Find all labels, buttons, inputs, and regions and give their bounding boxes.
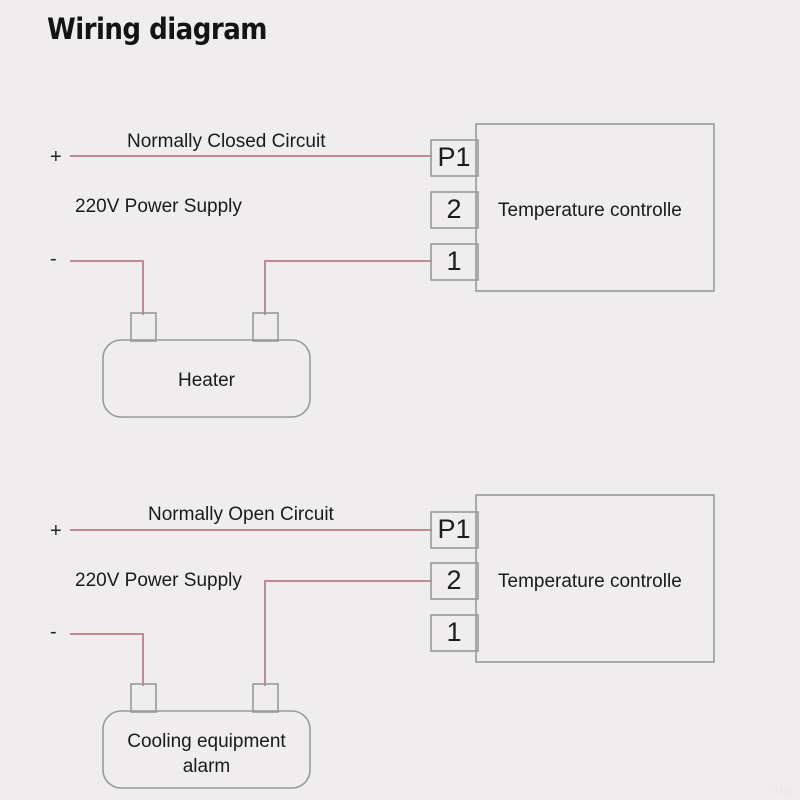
heater-label: Heater	[177, 370, 236, 391]
heater-post-left	[130, 312, 157, 342]
supply-label-top: 220V Power Supply	[75, 196, 242, 217]
terminal-label-1-bottom: 1	[446, 617, 462, 647]
cooler-post-right	[252, 683, 279, 713]
controller-box-top	[475, 123, 715, 292]
minus-sign-top: -	[50, 248, 57, 270]
watermark: TINE	[766, 786, 796, 798]
circuit-label-top: Normally Closed Circuit	[127, 131, 326, 152]
wire-minus-to-cooler-bottom	[70, 633, 144, 686]
plus-sign-bottom: +	[50, 520, 62, 542]
terminal-box-p1-bottom	[430, 511, 479, 549]
terminal-box-1-bottom	[430, 614, 479, 652]
wire-terminal2-to-cooler-bottom	[264, 580, 432, 686]
terminal-label-2-bottom: 2	[446, 565, 462, 595]
controller-label-top: Temperature controlle	[498, 200, 682, 221]
wire-minus-to-heater-top	[70, 260, 144, 315]
circuit-label-bottom: Normally Open Circuit	[148, 504, 334, 525]
page-title: Wiring diagram	[47, 12, 267, 46]
terminal-box-p1-top	[430, 139, 479, 177]
terminal-label-2-top: 2	[446, 194, 462, 224]
terminal-box-2-bottom	[430, 562, 479, 600]
controller-label-bottom: Temperature controlle	[498, 571, 682, 592]
terminal-box-2-top	[430, 191, 479, 229]
plus-sign-top: +	[50, 146, 62, 168]
cooler-label-line2: alarm	[182, 756, 231, 777]
controller-box-bottom	[475, 494, 715, 663]
terminal-label-p1-bottom: P1	[437, 514, 471, 544]
cooler-post-left	[130, 683, 157, 713]
supply-label-bottom: 220V Power Supply	[75, 570, 242, 591]
cooler-label-line1: Cooling equipment	[127, 731, 286, 752]
heater-post-right	[252, 312, 279, 342]
minus-sign-bottom: -	[50, 621, 57, 643]
terminal-label-1-top: 1	[446, 246, 462, 276]
cooler-box	[102, 710, 311, 789]
terminal-label-p1-top: P1	[437, 142, 471, 172]
terminal-box-1-top	[430, 243, 479, 281]
heater-box	[102, 339, 311, 418]
wire-terminal1-to-heater-top	[264, 260, 432, 315]
